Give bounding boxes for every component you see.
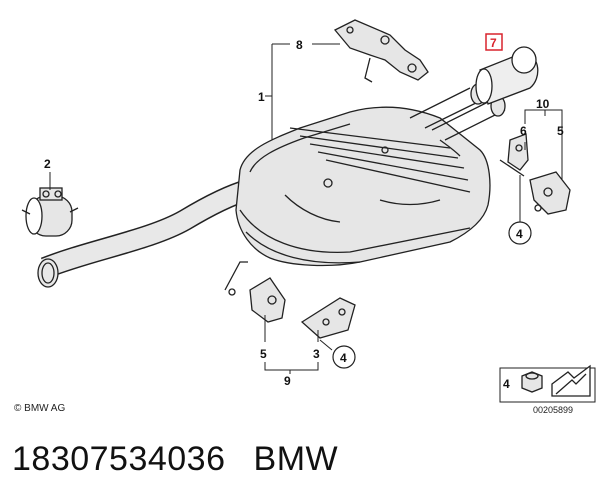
part-number: 18307534036 xyxy=(12,440,226,478)
upper-hanger-bracket xyxy=(333,19,429,83)
rear-muffler xyxy=(235,106,491,267)
callout-4-legend: 4 xyxy=(503,377,510,391)
callout-6: 6 xyxy=(520,124,527,138)
right-hanger-bracket xyxy=(499,133,571,215)
pipe-clamp xyxy=(21,187,79,237)
callout-2: 2 xyxy=(44,157,51,171)
callout-8: 8 xyxy=(296,38,303,52)
callout-7: 7 xyxy=(490,36,497,50)
callout-4-right: 4 xyxy=(516,227,523,241)
callout-4-circle-lower xyxy=(332,345,356,369)
callout-10: 10 xyxy=(536,97,550,111)
callout-1: 1 xyxy=(258,90,265,104)
callout-3: 3 xyxy=(313,347,320,361)
callout-labels: 1 2 3 9 5 8 10 6 5 4 7 4 4 xyxy=(44,33,564,391)
reference-code: 00205899 xyxy=(533,405,574,415)
lower-hanger-bracket xyxy=(224,261,356,339)
highlight-box xyxy=(485,33,503,51)
leader-lines xyxy=(49,43,563,374)
brand-name: BMW xyxy=(253,440,339,478)
copyright-notice: © BMW AG xyxy=(14,403,66,414)
exhaust-diagram: 1 2 3 9 5 8 10 6 5 4 7 4 4 xyxy=(21,19,596,403)
callout-5-lower: 5 xyxy=(260,347,267,361)
tail-trim xyxy=(475,46,539,105)
legend-box xyxy=(499,364,596,403)
callout-4-circle-right xyxy=(508,221,532,245)
callout-5-right: 5 xyxy=(557,124,564,138)
inlet-pipe xyxy=(37,179,252,288)
callout-9: 9 xyxy=(284,374,291,388)
footer-caption: 18307534036 BMW xyxy=(12,440,338,479)
callout-4-lower: 4 xyxy=(340,351,347,365)
